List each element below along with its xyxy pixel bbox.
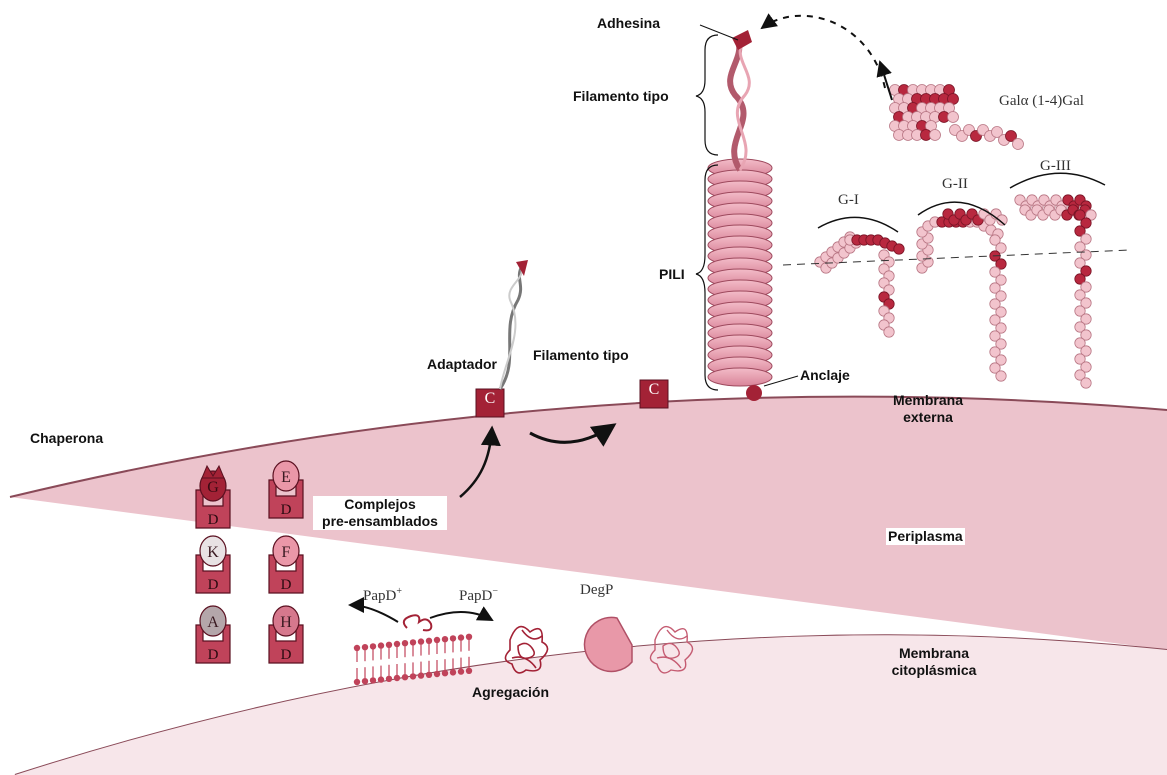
subunit-letter: A [207,614,219,631]
degp-protease [584,617,632,671]
degp-label: DegP [580,582,613,599]
g3-label: G-III [1040,158,1071,175]
papd-minus-sup: − [492,586,498,597]
binding-arrow [762,16,885,88]
pilus-rod [708,159,772,386]
subunit-letter: G [207,479,219,496]
chaperone-complex-k: KD [196,536,230,593]
chaperone-complex-e: ED [269,461,303,518]
chaperone-complex-f: FD [269,536,303,593]
papd-plus-label: PapD+ [363,586,402,605]
adhesin-shape [732,30,752,50]
subunit-letter: H [280,614,292,631]
periplasma-label: Periplasma [886,528,965,545]
subunit-letter: K [207,544,219,561]
g3-bracket [1010,173,1105,188]
tip-fibrillum [730,40,749,170]
receptor-beads [815,195,1096,388]
chaperone-letter: D [208,647,219,663]
chaperone-letter: D [208,512,219,528]
adapter-c1-label: C [476,390,504,408]
pili-label: PILI [659,266,685,283]
g2-label: G-II [942,176,968,193]
papd-protein [404,615,432,630]
membrana-externa-line2: externa [903,409,953,425]
chaperone-letter: D [208,577,219,593]
adapter-filament [500,260,528,389]
membrana-externa-label: Membrana externa [883,392,973,426]
membrana-citoplasmica-line2: citoplásmica [892,662,977,678]
membrana-externa-line1: Membrana [893,392,963,408]
adaptador-label: Adaptador [427,356,497,373]
chaperona-label: Chaperona [30,430,103,447]
membrana-citoplasmica-label: Membrana citoplásmica [878,645,990,679]
g1-bracket [818,217,898,232]
filamento-tipo-top-label: Filamento tipo [573,88,669,105]
complejos-line1: Complejos [344,496,416,512]
brace-filamento [696,35,718,155]
papd-minus-text: PapD [459,588,492,604]
anclaje-label: Anclaje [800,367,850,384]
g1-label: G-I [838,192,859,209]
adapter-c2-label: C [640,381,668,399]
adhesina-pointer [700,25,738,40]
papd-plus-text: PapD [363,588,396,604]
chaperone-letter: D [281,502,292,518]
papd-plus-arrow [350,605,398,622]
subunit-letter: F [282,544,291,561]
agregacion-label: Agregación [472,684,549,701]
gal-arrow-up [880,62,892,100]
subunit-letter: E [281,469,291,486]
chaperone-letter: D [281,647,292,663]
membrana-citoplasmica-line1: Membrana [899,645,969,661]
chaperone-complex-h: HD [269,606,303,663]
complejos-label: Complejos pre-ensamblados [313,496,447,530]
chaperone-letter: D [281,577,292,593]
papd-minus-label: PapD− [459,586,498,605]
filamento-tipo-mid-label: Filamento tipo [533,347,629,364]
adhesina-label: Adhesina [597,15,660,32]
complejos-line2: pre-ensamblados [322,513,438,529]
anchor-dot [746,385,762,401]
papd-minus-arrow [430,612,492,620]
chaperone-complex-a: AD [196,606,230,663]
papd-plus-sup: + [396,586,402,597]
gala-label: Galα (1-4)Gal [999,93,1084,110]
